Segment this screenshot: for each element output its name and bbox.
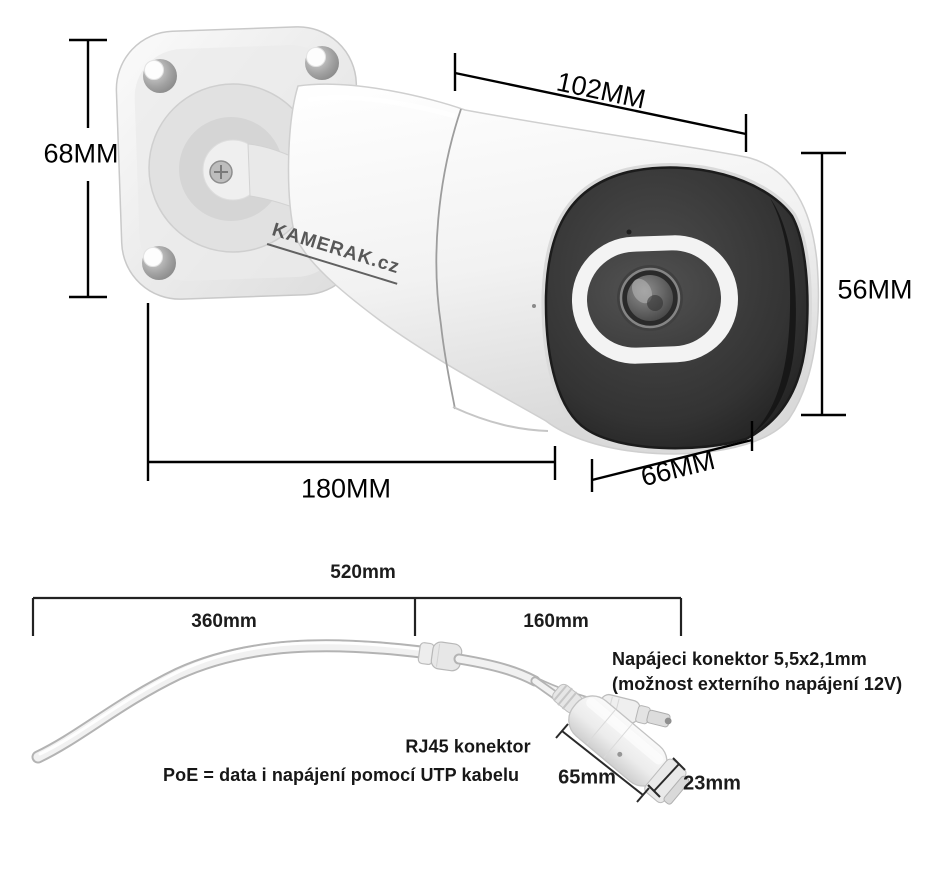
body-seam xyxy=(435,108,462,410)
body-bottom-crease xyxy=(452,406,549,432)
screw-hole-top-right xyxy=(305,46,339,80)
power-connector-note-line1: Napájeci konektor 5,5x2,1mm xyxy=(612,649,867,669)
dim-label-56mm: 56MM xyxy=(837,274,913,305)
power-barrel-connector xyxy=(598,693,672,728)
power-connector-note-line2: (možnost externího napájení 12V) xyxy=(612,674,903,694)
dim-label-23mm: 23mm xyxy=(683,772,741,795)
camera-dimension-lines xyxy=(69,38,846,492)
dim-label-180mm: 180MM xyxy=(300,473,392,504)
cable-dimension-lines xyxy=(31,596,686,803)
dim-68mm-line xyxy=(69,38,107,299)
dim-180mm-line xyxy=(146,303,557,481)
dim-102mm-line xyxy=(453,53,748,152)
body-rear-highlight xyxy=(307,94,456,119)
rj45-end-cap xyxy=(663,775,690,805)
dim-65mm-line xyxy=(555,723,650,803)
adapter-led-hole xyxy=(617,751,623,757)
face-edge-glint xyxy=(748,198,796,437)
dim-label-520mm: 520mm xyxy=(330,562,396,583)
lens xyxy=(617,265,683,331)
dim-56mm-line xyxy=(801,151,846,417)
dim-23mm-line xyxy=(647,757,686,798)
poe-note-label: PoE = data i napájení pomocí UTP kabelu xyxy=(163,765,520,785)
center-screw xyxy=(209,160,233,184)
screw-hole-top-left xyxy=(143,59,177,93)
rj45-connector-label: RJ45 konektor xyxy=(405,736,531,757)
dim-label-68mm: 68MM xyxy=(43,138,119,169)
cable-main xyxy=(31,639,428,764)
dim-520mm-bracket xyxy=(31,596,683,636)
dim-label-65mm: 65mm xyxy=(558,766,616,789)
cable-photo xyxy=(31,639,690,805)
dim-label-160mm: 160mm xyxy=(523,611,589,632)
screw-hole-bottom-left xyxy=(142,246,176,280)
inline-connector xyxy=(417,641,463,672)
mic-hole xyxy=(626,229,632,235)
dim-label-360mm: 360mm xyxy=(191,611,257,632)
dim-66mm-line xyxy=(590,421,754,492)
side-pinhole xyxy=(532,304,536,308)
camera-front-face xyxy=(532,163,812,453)
